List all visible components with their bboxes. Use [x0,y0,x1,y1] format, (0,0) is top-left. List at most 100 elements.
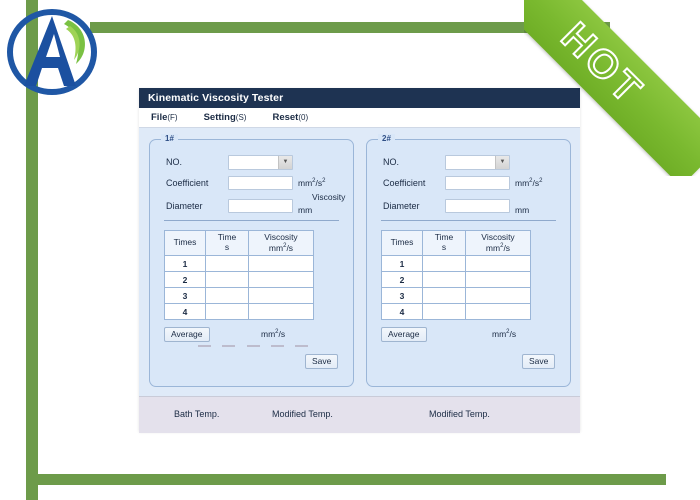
menu-item-file-label: File [151,112,168,123]
panel-2-row-4-viscosity[interactable] [465,303,531,320]
status-bar: Bath Temp. Modified Temp. Modified Temp. [139,396,580,433]
menu-item-file-mnemonic: (F) [167,113,178,122]
panel-1-row-1-time[interactable] [205,255,249,272]
window-body: 1# NO. ▼ Coefficient mm2/s2 Diameter mm … [139,128,580,396]
panel-2-save-button[interactable]: Save [522,354,556,369]
table-row[interactable]: 4 [164,303,314,320]
chevron-down-icon[interactable]: ▼ [495,155,509,169]
dash-mark [222,345,236,347]
table-row[interactable]: 2 [164,271,314,288]
status-modified-temp-1: Modified Temp. [272,409,333,419]
dash-mark [198,345,211,347]
window-title: Kinematic Viscosity Tester [148,92,284,104]
table-row[interactable]: 1 [381,255,531,272]
application-window: Kinematic Viscosity Tester File(F) Setti… [139,88,580,433]
panel-1-average-unit: mm2/s [261,329,286,339]
table-row[interactable]: 1 [164,255,314,272]
panel-1-row-1-viscosity[interactable] [248,255,314,272]
panel-1-no-combo[interactable]: ▼ [228,154,293,170]
menu-item-setting[interactable]: Setting(S) [204,112,247,123]
panel-2-diameter-label: Diameter [383,201,420,211]
panel-1-row-3-time[interactable] [205,287,249,304]
panel-2-average-button[interactable]: Average [381,327,427,342]
panel-2-coefficient-label: Coefficient [383,178,426,188]
panel-2-no-label: NO. [383,157,400,167]
panel-2-diameter-unit: mm [515,204,530,215]
panel-2-no-combo[interactable]: ▼ [445,154,510,170]
panel-2-row-2-viscosity[interactable] [465,271,531,288]
measurement-panel-2: 2# NO. ▼ Coefficient mm2/s2 Diameter mm [366,134,571,387]
panel-2-row-1-viscosity[interactable] [465,255,531,272]
panel-2-row-4-index: 4 [381,303,423,320]
panel-1-average-button[interactable]: Average [164,327,210,342]
panel-2-average-unit: mm2/s [492,329,517,339]
panel-1-diameter-row: Diameter mm [166,198,313,215]
status-bath-temp: Bath Temp. [174,409,220,419]
panel-1-diameter-label: Diameter [166,201,203,211]
panel-1-viscosity-label: Viscosity [312,192,346,202]
panel-2-legend: 2# [378,134,395,143]
panel-1-row-4-time[interactable] [205,303,249,320]
menu-item-reset-mnemonic: (0) [298,113,309,122]
panel-2-row-3-index: 3 [381,287,423,304]
menu-item-file[interactable]: File(F) [151,112,178,123]
panel-1-row-2-viscosity[interactable] [248,271,314,288]
panel-2-coefficient-input[interactable] [445,176,510,190]
panel-1-row-4-index: 4 [164,303,206,320]
menu-bar: File(F) Setting(S) Reset(0) [139,108,580,128]
panel-2-diameter-input[interactable] [445,199,510,213]
panel-1-row-2-index: 2 [164,271,206,288]
panel-1-row-3-viscosity[interactable] [248,287,314,304]
panel-1-no-row: NO. ▼ [166,154,293,170]
status-modified-temp-2: Modified Temp. [429,409,490,419]
menu-item-setting-mnemonic: (S) [235,113,247,122]
company-a-leaf-logo [2,2,110,102]
panel-2-col-times: Times [381,230,423,256]
panel-2-row-3-viscosity[interactable] [465,287,531,304]
panel-2-separator [381,220,556,221]
panel-2-coefficient-unit: mm2/s2 [515,178,543,188]
menu-item-reset-label: Reset [272,112,299,123]
panel-2-row-2-time[interactable] [422,271,466,288]
menu-item-setting-label: Setting [203,112,236,123]
panel-2-row-1-index: 1 [381,255,423,272]
measurement-panel-1: 1# NO. ▼ Coefficient mm2/s2 Diameter mm … [149,134,354,387]
menu-item-reset[interactable]: Reset(0) [272,112,308,123]
chevron-down-icon[interactable]: ▼ [278,155,292,169]
panel-1-row-4-viscosity[interactable] [248,303,314,320]
frame-bar-left [26,0,38,500]
table-row[interactable]: 4 [381,303,531,320]
panel-1-row-2-time[interactable] [205,271,249,288]
panel-2-row-1-time[interactable] [422,255,466,272]
panel-2-diameter-row: Diameter mm [383,198,530,215]
panel-2-no-row: NO. ▼ [383,154,510,170]
panel-1-diameter-input[interactable] [228,199,293,213]
frame-bar-top [90,22,610,33]
panel-1-legend: 1# [161,134,178,143]
table-row[interactable]: 3 [164,287,314,304]
panel-1-row-1-index: 1 [164,255,206,272]
dash-mark [270,345,284,347]
panel-1-coefficient-row: Coefficient mm2/s2 [166,175,325,191]
panel-2-row-3-time[interactable] [422,287,466,304]
table-row[interactable]: 2 [381,271,531,288]
window-title-bar: Kinematic Viscosity Tester [139,88,580,108]
panel-1-col-times: Times [164,230,206,256]
panel-2-row-2-index: 2 [381,271,423,288]
panel-2-row-4-time[interactable] [422,303,466,320]
panel-1-coefficient-label: Coefficient [166,178,209,188]
panel-1-save-button[interactable]: Save [305,354,339,369]
panel-1-diameter-unit: mm [298,204,313,215]
panel-2-coefficient-row: Coefficient mm2/s2 [383,175,542,191]
panel-1-coefficient-input[interactable] [228,176,293,190]
panel-1-coefficient-unit: mm2/s2 [298,178,326,188]
dash-mark [246,345,260,347]
status-dash-marks [198,345,308,347]
table-row[interactable]: 3 [381,287,531,304]
